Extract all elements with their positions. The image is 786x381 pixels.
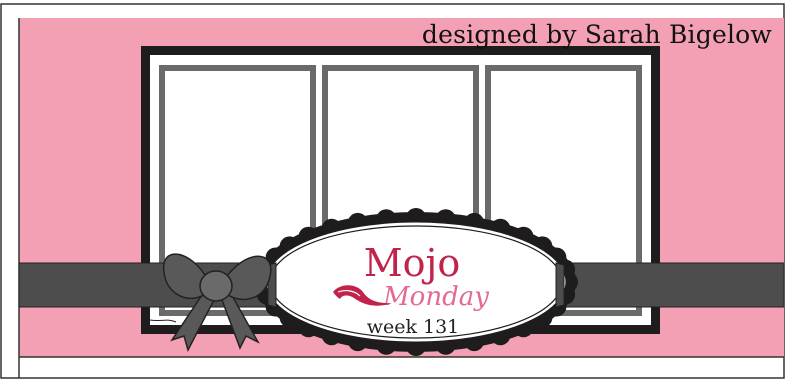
label-subtitle: Monday [382, 282, 489, 312]
ribbon-tab-right [556, 263, 564, 307]
label-title: Mojo [364, 241, 460, 285]
ribbon-band-right [556, 263, 784, 307]
bow-knot [200, 271, 232, 301]
designer-credit: designed by Sarah Bigelow [422, 20, 772, 49]
label-week: week 131 [367, 316, 460, 338]
